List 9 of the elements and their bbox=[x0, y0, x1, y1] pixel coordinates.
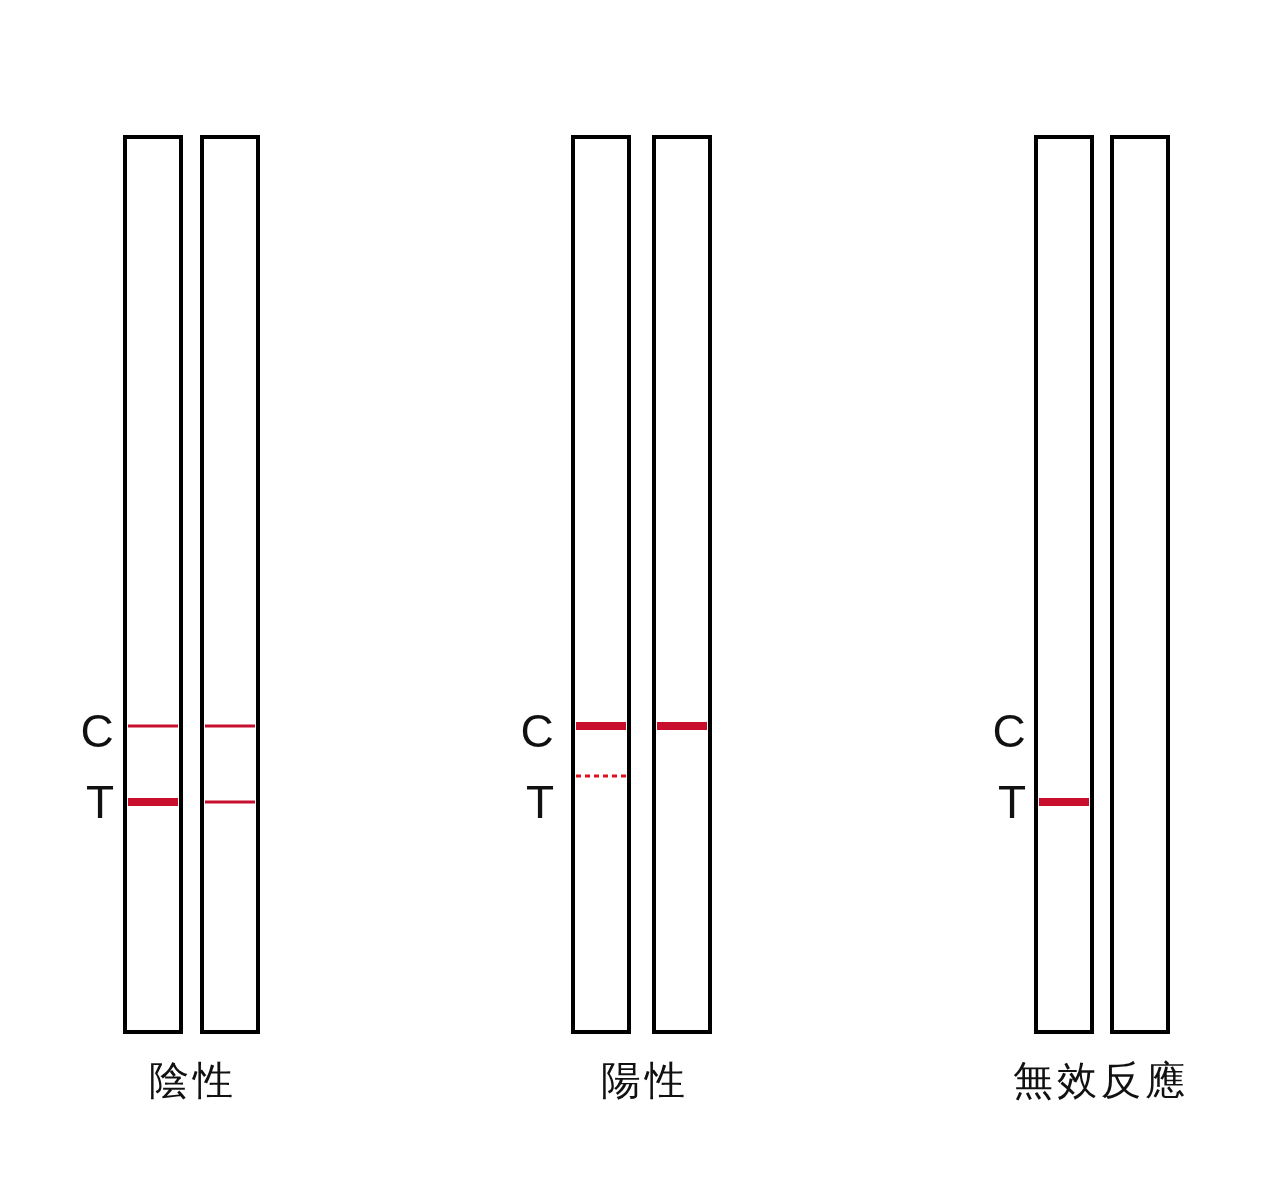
line-label: C bbox=[992, 708, 1026, 754]
line-label: T bbox=[997, 779, 1027, 825]
result-caption: 陰性 bbox=[149, 1060, 237, 1100]
line-label: C bbox=[520, 708, 554, 754]
result-caption: 陽性 bbox=[601, 1060, 689, 1100]
result-caption: 無效反應 bbox=[1013, 1060, 1189, 1100]
line-label: C bbox=[80, 708, 114, 754]
line-label: T bbox=[85, 779, 115, 825]
line-label: T bbox=[525, 779, 555, 825]
